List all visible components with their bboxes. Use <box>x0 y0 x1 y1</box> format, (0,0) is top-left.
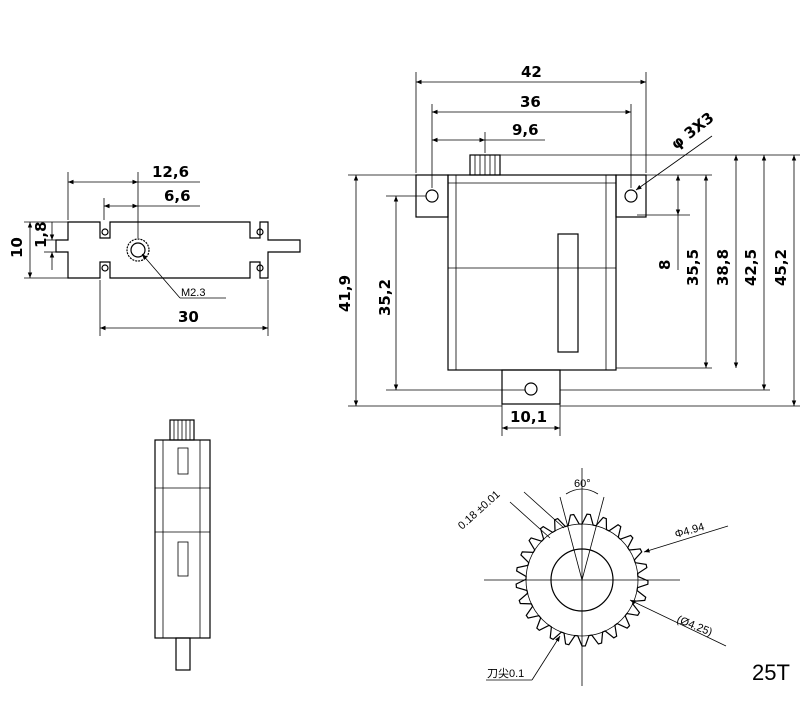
dim-6-6: 6,6 <box>164 187 191 205</box>
dim-10: 10 <box>8 237 26 258</box>
front-view: 42 36 9,6 φ 3X3 41,9 35,2 8 <box>336 63 800 436</box>
dim-38-8: 38,8 <box>714 249 732 286</box>
end-view <box>154 419 211 671</box>
front-cable-exit <box>501 369 561 405</box>
side-mount-hole-tl <box>101 228 109 236</box>
dim-42: 42 <box>521 63 542 81</box>
side-output-spline <box>126 238 150 262</box>
screw-label: M2.3 <box>181 287 205 299</box>
side-mount-hole-bl <box>101 264 109 272</box>
side-output-shaft <box>130 242 146 258</box>
end-view-cable <box>175 637 191 671</box>
side-mount-hole-br <box>256 264 264 272</box>
front-label-slot <box>557 233 579 353</box>
dim-35-2: 35,2 <box>376 279 394 316</box>
side-mount-hole-tr <box>256 228 264 236</box>
front-body <box>447 174 617 371</box>
dim-9-6: 9,6 <box>512 121 539 139</box>
front-mount-hole-right <box>624 189 638 203</box>
dim-36: 36 <box>520 93 541 111</box>
dim-41-9: 41,9 <box>336 275 354 312</box>
dim-1-8: 1,8 <box>32 221 50 248</box>
hole-label: φ 3X3 <box>667 109 717 154</box>
dim-42-5: 42,5 <box>742 249 760 286</box>
gear-detail: 60° 0.18 ±0.01 Φ4.94 (Ø4.25) 刀尖0.1 25T <box>456 468 790 686</box>
dim-12-6: 12,6 <box>152 163 189 181</box>
tolerance-label: 0.18 ±0.01 <box>456 489 503 533</box>
gear-bore <box>550 548 614 612</box>
teeth-label: 25T <box>752 660 790 685</box>
tip-label: 刀尖0.1 <box>487 667 524 680</box>
dim-30: 30 <box>178 308 199 326</box>
gear-root-circle <box>525 523 639 637</box>
dim-35-5: 35,5 <box>684 249 702 286</box>
side-view: 12,6 6,6 10 1,8 30 M2.3 <box>8 163 301 336</box>
front-mount-hole-left <box>425 189 439 203</box>
inner-dia-label: (Ø4.25) <box>675 614 714 639</box>
dim-10-1: 10,1 <box>510 408 547 426</box>
dim-45-2: 45,2 <box>772 249 790 286</box>
side-view-outline <box>55 221 301 279</box>
angle-label: 60° <box>574 478 591 490</box>
dim-8: 8 <box>656 260 674 270</box>
